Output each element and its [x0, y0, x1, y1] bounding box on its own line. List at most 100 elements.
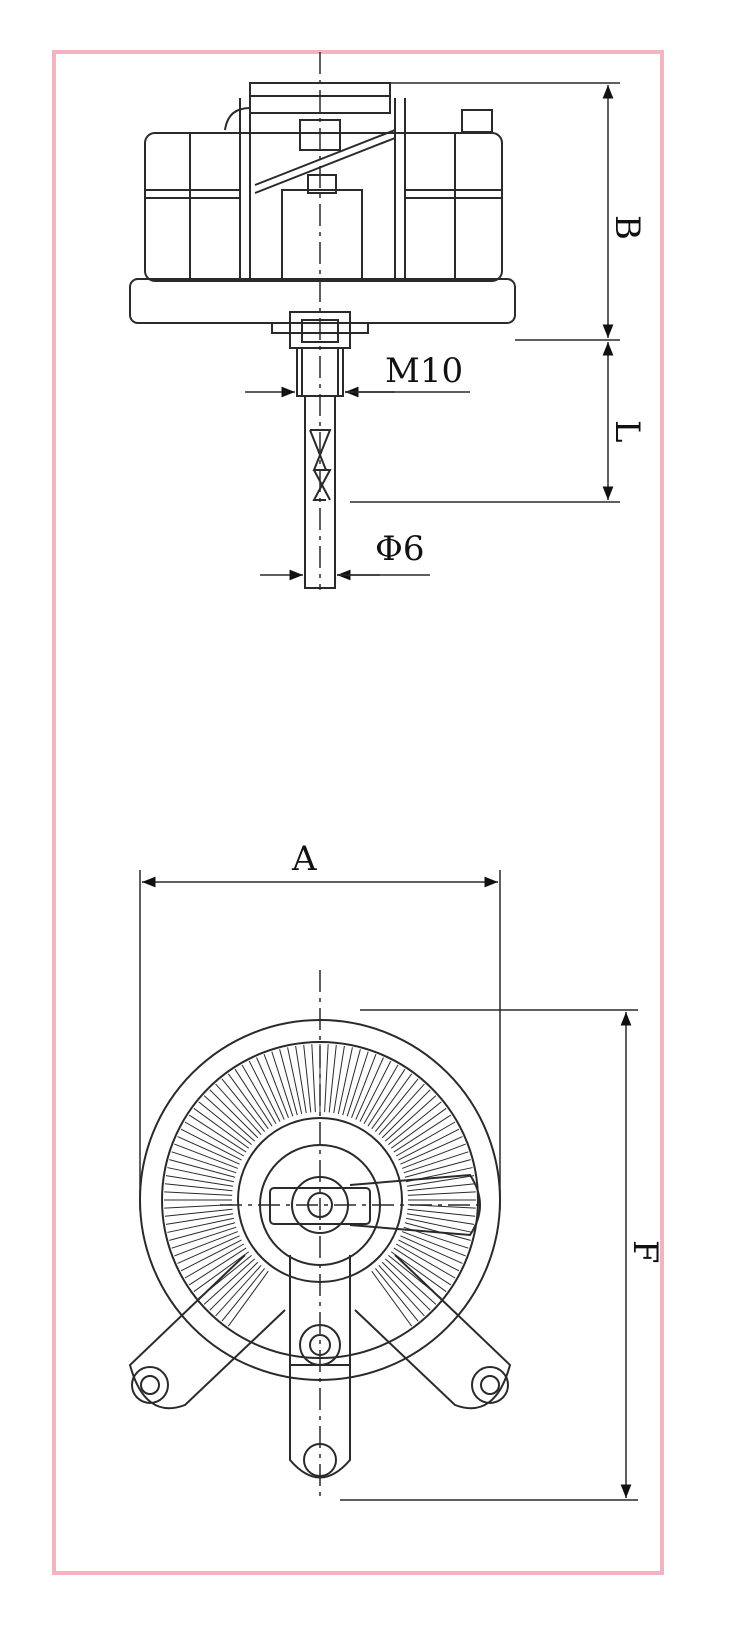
winding-line — [295, 1045, 307, 1114]
winding-line — [395, 1243, 456, 1279]
winding-line — [351, 1054, 377, 1119]
shaft — [304, 395, 336, 589]
winding-line — [337, 1047, 353, 1115]
dim-b — [390, 82, 620, 341]
drawing-frame — [52, 50, 664, 1575]
winding-line — [169, 1159, 236, 1178]
front-view — [128, 970, 512, 1500]
bottom-terminal — [289, 1255, 351, 1479]
winding-line — [381, 1261, 431, 1311]
winding-line — [395, 1121, 456, 1157]
winding-line — [177, 1235, 240, 1264]
winding-line — [184, 1243, 245, 1279]
winding-line — [342, 1049, 361, 1116]
winding-line — [371, 1073, 413, 1130]
winding-line — [248, 1060, 281, 1122]
winding-line — [165, 1175, 234, 1187]
right-terminal — [354, 1254, 512, 1410]
winding-line — [393, 1114, 452, 1153]
winding-line — [405, 1217, 473, 1233]
winding-line — [371, 1270, 413, 1327]
winding-line — [198, 1101, 252, 1146]
winding-line — [303, 1044, 312, 1113]
dim-b-label: B — [607, 215, 647, 240]
winding-line — [215, 1083, 262, 1135]
winding-line — [359, 1060, 392, 1122]
winding-line — [311, 1044, 316, 1113]
winding-line — [167, 1217, 235, 1233]
winding-line — [324, 1044, 329, 1113]
winding-line — [407, 1208, 476, 1217]
winding-line — [215, 1265, 262, 1317]
winding-line — [188, 1114, 247, 1153]
winding-line — [180, 1239, 242, 1272]
winding-line — [174, 1231, 239, 1257]
winding-line — [279, 1049, 298, 1116]
winding-line — [209, 1261, 259, 1311]
winding-line — [378, 1083, 425, 1135]
winding-line — [355, 1057, 384, 1120]
dim-phi6-label: Φ6 — [375, 529, 425, 569]
winding-line — [388, 1101, 442, 1146]
winding-line — [403, 1151, 469, 1174]
winding-line — [407, 1204, 476, 1209]
winding-line — [234, 1068, 273, 1127]
winding-line — [404, 1159, 471, 1178]
winding-line — [287, 1047, 303, 1115]
winding-line — [256, 1057, 285, 1120]
winding-line — [171, 1226, 237, 1249]
winding-line — [374, 1268, 419, 1322]
winding-line — [406, 1213, 475, 1225]
winding-line — [378, 1265, 425, 1317]
winding-line — [164, 1191, 233, 1196]
winding-line — [381, 1089, 431, 1139]
resistor-body — [144, 132, 503, 282]
winding-line — [209, 1089, 259, 1139]
winding-line — [227, 1073, 269, 1130]
wiper-arm — [349, 1173, 481, 1237]
winding-line — [374, 1078, 419, 1132]
winding-line — [328, 1044, 337, 1113]
winding-line — [346, 1051, 369, 1117]
winding-line — [171, 1151, 237, 1174]
winding-line — [393, 1247, 452, 1286]
dim-m10-label: M10 — [385, 351, 463, 391]
winding-line — [263, 1054, 289, 1119]
winding-line — [398, 1128, 460, 1161]
winding-line — [241, 1064, 277, 1125]
winding-line — [164, 1183, 233, 1192]
winding-line — [193, 1251, 250, 1293]
dim-a — [139, 870, 501, 1210]
winding-line — [227, 1270, 269, 1327]
winding-line — [390, 1107, 447, 1149]
winding-line — [184, 1121, 245, 1157]
dim-a-label: A — [291, 839, 317, 879]
dim-l — [350, 342, 620, 503]
winding-line — [401, 1143, 466, 1169]
winding-line — [367, 1068, 406, 1127]
winding-line — [169, 1222, 236, 1241]
winding-line — [363, 1064, 399, 1125]
winding-line — [188, 1247, 247, 1286]
dim-l-label: L — [607, 420, 647, 443]
winding-line — [177, 1136, 240, 1165]
winding-line — [390, 1251, 447, 1293]
bushing — [271, 322, 369, 334]
winding-line — [400, 1136, 463, 1165]
winding-line — [203, 1095, 255, 1142]
winding-line — [164, 1208, 233, 1217]
base-plate — [129, 278, 516, 324]
winding-line — [400, 1235, 463, 1264]
winding-line — [221, 1078, 266, 1132]
left-terminal — [128, 1254, 286, 1410]
winding-ring — [164, 1044, 476, 1327]
winding-line — [180, 1128, 242, 1161]
winding-line — [203, 1258, 255, 1305]
winding-line — [398, 1239, 460, 1272]
winding-line — [407, 1191, 476, 1196]
winding-line — [165, 1213, 234, 1225]
winding-line — [174, 1143, 239, 1169]
winding-line — [193, 1107, 250, 1149]
winding-line — [167, 1167, 235, 1183]
